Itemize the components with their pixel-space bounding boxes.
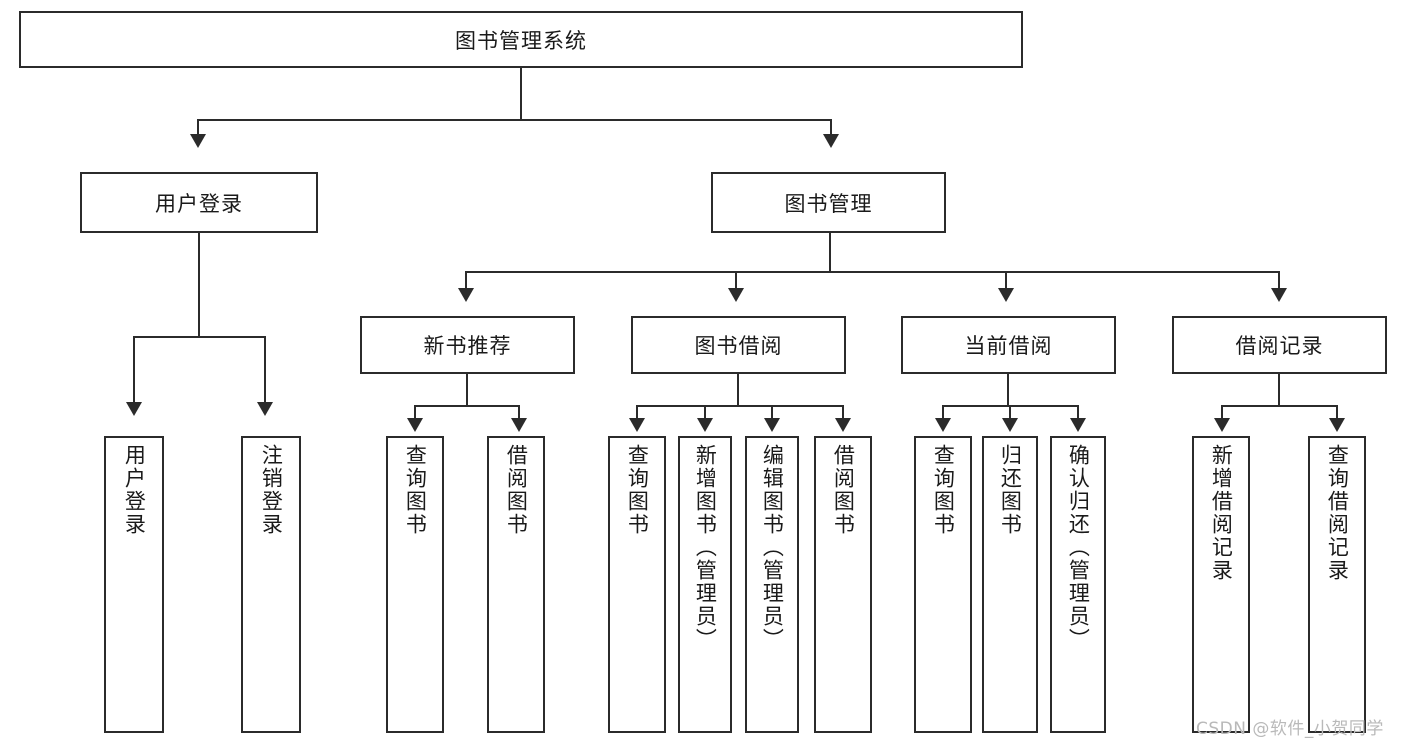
arrowhead-current-borrow [998,288,1014,302]
connector-cb-c3 [1077,405,1079,419]
connector-user-login-bus [133,336,266,338]
node-leaf-edit-book[interactable]: 编辑图书（管理员） [745,436,799,733]
node-leaf-add-book[interactable]: 新增图书（管理员） [678,436,732,733]
connector-user-login-stem [198,233,200,337]
node-leaf-query-record[interactable]: 查询借阅记录 [1308,436,1366,733]
connector-nbr-bus [414,405,520,407]
node-new-book-recommend[interactable]: 新书推荐 [360,316,575,374]
arrowhead-leaf-add-book [697,418,713,432]
connector-bb-c1 [636,405,638,419]
connector-cb-c1 [942,405,944,419]
node-label: 查询图书 [931,444,956,536]
connector-user-login-child-2 [264,336,266,404]
connector-bb-c2 [704,405,706,419]
connector-drop-book-manage [830,119,832,136]
node-label: 编辑图书（管理员） [760,444,785,651]
connector-cb-c2 [1009,405,1011,419]
node-leaf-user-login[interactable]: 用户登录 [104,436,164,733]
arrowhead-leaf-add-record [1214,418,1230,432]
connector-br-bus [1221,405,1338,407]
node-leaf-query-book-current[interactable]: 查询图书 [914,436,972,733]
node-label: 图书借阅 [694,334,783,358]
node-leaf-borrow-book-borrow[interactable]: 借阅图书 [814,436,872,733]
connector-root-stem [520,68,522,120]
arrowhead-leaf-borrow-book-2 [835,418,851,432]
node-leaf-confirm-return[interactable]: 确认归还（管理员） [1050,436,1106,733]
node-leaf-query-book-borrow[interactable]: 查询图书 [608,436,666,733]
node-label: 新增图书（管理员） [693,444,718,651]
connector-cb-stem [1007,374,1009,406]
arrowhead-leaf-user-login [126,402,142,416]
connector-bb-bus [636,405,844,407]
arrowhead-book-manage [823,134,839,148]
node-label: 借阅图书 [504,444,529,536]
node-label: 图书管理系统 [455,28,587,53]
connector-bm-child-3 [1005,271,1007,290]
node-book-manage[interactable]: 图书管理 [711,172,946,233]
arrowhead-leaf-confirm-return [1070,418,1086,432]
node-label: 借阅图书 [831,444,856,536]
arrowhead-new-book-recommend [458,288,474,302]
connector-bm-child-4 [1278,271,1280,290]
connector-br-c2 [1336,405,1338,419]
node-leaf-borrow-book-new[interactable]: 借阅图书 [487,436,545,733]
connector-level2-bus [197,119,832,121]
arrowhead-borrow-record [1271,288,1287,302]
arrowhead-leaf-query-book-2 [629,418,645,432]
node-leaf-add-record[interactable]: 新增借阅记录 [1192,436,1250,733]
node-leaf-return-book[interactable]: 归还图书 [982,436,1038,733]
connector-br-c1 [1221,405,1223,419]
arrowhead-book-borrow [728,288,744,302]
node-borrow-record[interactable]: 借阅记录 [1172,316,1387,374]
node-label: 借阅记录 [1235,334,1324,358]
connector-drop-user-login [197,119,199,136]
node-user-login[interactable]: 用户登录 [80,172,318,233]
connector-user-login-child-1 [133,336,135,404]
arrowhead-leaf-query-record [1329,418,1345,432]
node-label: 查询图书 [403,444,428,536]
arrowhead-leaf-user-logout [257,402,273,416]
watermark-text: CSDN @软件_小贺同学 [1196,719,1384,739]
node-label: 当前借阅 [964,334,1053,358]
arrowhead-leaf-query-book-3 [935,418,951,432]
node-current-borrow[interactable]: 当前借阅 [901,316,1116,374]
connector-bb-c4 [842,405,844,419]
node-label: 注销登录 [259,444,284,536]
connector-book-manage-stem [829,233,831,272]
connector-nbr-stem [466,374,468,406]
node-label: 用户登录 [122,444,147,536]
connector-nbr-c1 [414,405,416,419]
connector-book-manage-bus [465,271,1280,273]
node-label: 确认归还（管理员） [1066,444,1091,651]
connector-br-stem [1278,374,1280,406]
node-root-book-management-system[interactable]: 图书管理系统 [19,11,1023,68]
node-label: 新增借阅记录 [1209,444,1234,582]
node-label: 查询借阅记录 [1325,444,1350,582]
arrowhead-leaf-edit-book [764,418,780,432]
node-leaf-query-book-new[interactable]: 查询图书 [386,436,444,733]
node-label: 图书管理 [784,191,873,216]
node-leaf-user-logout[interactable]: 注销登录 [241,436,301,733]
node-book-borrow[interactable]: 图书借阅 [631,316,846,374]
node-label: 归还图书 [998,444,1023,536]
arrowhead-user-login [190,134,206,148]
node-label: 查询图书 [625,444,650,536]
connector-bb-c3 [771,405,773,419]
connector-bm-child-1 [465,271,467,290]
node-label: 用户登录 [155,191,243,216]
arrowhead-leaf-return-book [1002,418,1018,432]
arrowhead-leaf-borrow-book-1 [511,418,527,432]
connector-bb-stem [737,374,739,406]
connector-nbr-c2 [518,405,520,419]
node-label: 新书推荐 [423,334,512,358]
arrowhead-leaf-query-book-1 [407,418,423,432]
connector-bm-child-2 [735,271,737,290]
